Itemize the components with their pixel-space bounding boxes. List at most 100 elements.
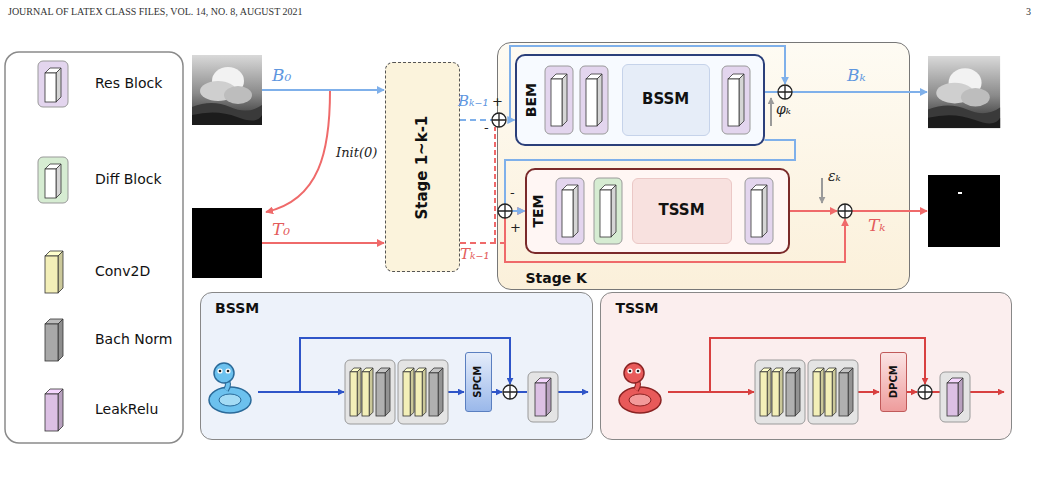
block-slab: [429, 368, 443, 416]
sign-symbol: +: [510, 221, 521, 236]
signal-line: [262, 89, 384, 91]
legend-text: Diff Block: [95, 171, 162, 187]
rotated-label: BEM: [523, 82, 539, 116]
weight-label: εₖ: [828, 168, 841, 184]
block-slab: [362, 368, 373, 416]
box-label: TSSM: [616, 300, 659, 316]
block-icon: [545, 66, 573, 134]
legend-panel: [5, 52, 183, 443]
target-speck: [958, 192, 962, 194]
scan-module: DPCM: [880, 352, 907, 412]
sum-symbol: [838, 204, 852, 218]
sign-symbol: -: [484, 121, 489, 136]
block-slab: [786, 368, 800, 416]
ssm-block: BSSM: [622, 64, 710, 136]
legend-item: Conv2D: [36, 247, 176, 297]
box-label: BSSM: [215, 300, 259, 316]
legend-text: LeakRelu: [95, 401, 158, 417]
block-slab: [45, 164, 61, 198]
legend-swatch: [36, 315, 72, 365]
block-ground: [594, 178, 622, 244]
flow-line: [492, 391, 502, 393]
flow-line: [970, 391, 1004, 393]
box-label: TSSM: [659, 202, 705, 219]
sum-symbol: [492, 113, 506, 127]
block-ground: [398, 360, 448, 424]
edge-label: Tₖ₋₁: [460, 246, 489, 263]
edge-label: Bₖ₋₁: [458, 93, 488, 110]
weight-label: φₖ: [776, 101, 791, 117]
block-slab: [839, 368, 853, 416]
block-slab: [772, 368, 783, 416]
flow-line: [907, 391, 917, 393]
block-slab: [403, 368, 414, 416]
block-icon: [755, 360, 805, 424]
snake-icon: [619, 363, 661, 413]
signal-label: Tₖ: [868, 216, 886, 236]
weight-arrow: [770, 98, 772, 126]
box-label: BSSM: [642, 91, 689, 108]
sum-symbol: [918, 385, 932, 399]
signal-label: B₀: [272, 66, 291, 86]
block-ground: [556, 178, 584, 244]
block-icon: [808, 360, 858, 424]
sum-symbols: [492, 85, 932, 399]
block-icon: [594, 178, 622, 244]
block-icon: [556, 178, 584, 244]
block-icon: [398, 360, 448, 424]
signal-line: [790, 210, 837, 212]
target-image: [192, 208, 262, 278]
connector: [460, 211, 525, 243]
output-target-image: [928, 175, 1000, 247]
block-icon: [940, 372, 970, 422]
legend-swatch: [36, 155, 72, 205]
block-ground: [940, 372, 970, 422]
legend-swatch: [36, 385, 72, 435]
block-ground: [580, 66, 608, 134]
signal-line: [494, 127, 496, 243]
block-icon: [745, 178, 773, 244]
block-slab: [586, 74, 602, 126]
init-arrow: [266, 91, 330, 212]
flow-line: [558, 391, 588, 393]
page-header: JOURNAL OF LATEX CLASS FILES, VOL. 14, N…: [8, 6, 303, 18]
legend-text: Conv2D: [95, 263, 150, 279]
signal-label: Bₖ: [847, 66, 866, 86]
block-icon: [580, 66, 608, 134]
flow-line: [448, 391, 464, 393]
flow-line: [858, 391, 879, 393]
block-ground: [345, 360, 395, 424]
init-label: Init(0): [336, 146, 377, 161]
signal-line: [852, 210, 927, 212]
sum-symbol: [778, 85, 792, 99]
block-ground: [808, 360, 858, 424]
block-slab: [535, 378, 551, 416]
block-slab: [45, 251, 63, 293]
legend-swatch: [36, 59, 72, 109]
signal-label: T₀: [272, 220, 290, 240]
scan-module: SPCM: [465, 352, 492, 412]
legend-item: Res Block: [36, 59, 176, 109]
flow-line: [932, 391, 940, 393]
signal-line: [765, 91, 778, 93]
page-number: 3: [1026, 6, 1031, 18]
rotated-label: SPCM: [472, 365, 484, 397]
sign-symbol: +: [492, 95, 503, 110]
signal-lines: [258, 46, 1004, 392]
block-ground: [545, 66, 573, 134]
rotated-label: Stage 1~k-1: [414, 115, 431, 219]
block-slab: [551, 74, 567, 126]
block-slab: [825, 368, 836, 416]
block-slab: [813, 368, 824, 416]
weight-arrow: [821, 178, 823, 203]
snake-icon: [209, 363, 251, 413]
legend-text: Res Block: [95, 75, 162, 91]
block-icon: [345, 360, 395, 424]
legend-text: Bach Norm: [95, 331, 172, 347]
block-icons: [345, 66, 970, 424]
block-icon: [722, 66, 750, 134]
signal-line: [262, 242, 384, 244]
legend-item: Diff Block: [36, 155, 176, 205]
ssm-block: TSSM: [632, 178, 732, 244]
block-slab: [600, 185, 616, 237]
